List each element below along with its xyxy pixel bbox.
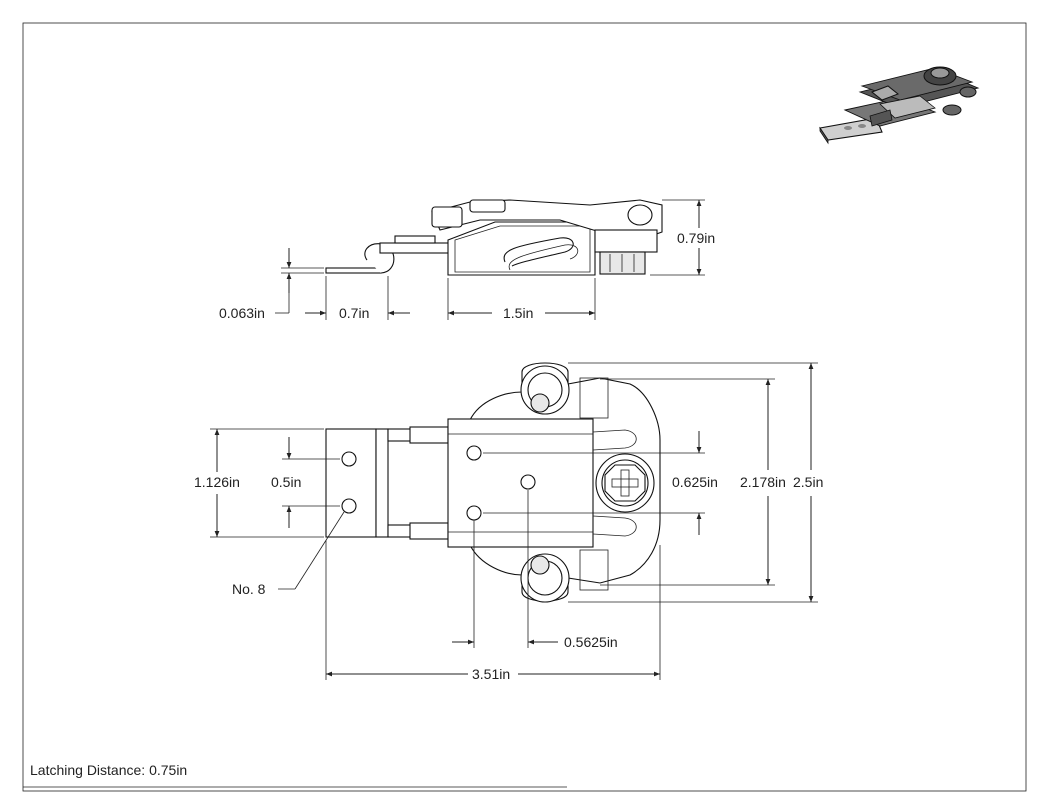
dim-inner-width: 2.178in — [740, 474, 786, 490]
top-view — [325, 362, 661, 603]
dim-thickness: 0.063in — [219, 305, 265, 321]
dim-lip-length: 0.7in — [339, 305, 369, 321]
dim-center-hole: 0.625in — [672, 474, 718, 490]
dim-height: 0.79in — [677, 230, 715, 246]
dim-hole-offset: 0.5625in — [564, 634, 618, 650]
dim-body-length: 1.5in — [503, 305, 533, 321]
dim-outer-width: 2.5in — [793, 474, 823, 490]
side-dims — [275, 199, 705, 320]
sheet-border — [22, 22, 1027, 792]
side-view — [325, 199, 663, 276]
top-dims — [210, 362, 818, 680]
isometric-thumbnail — [819, 66, 980, 145]
dim-hole-spacing: 0.5in — [271, 474, 301, 490]
dim-overall-length: 3.51in — [472, 666, 510, 682]
latching-distance-note: Latching Distance: 0.75in — [30, 762, 187, 778]
screw-callout: No. 8 — [232, 581, 266, 597]
dim-bracket-height: 1.126in — [194, 474, 240, 490]
